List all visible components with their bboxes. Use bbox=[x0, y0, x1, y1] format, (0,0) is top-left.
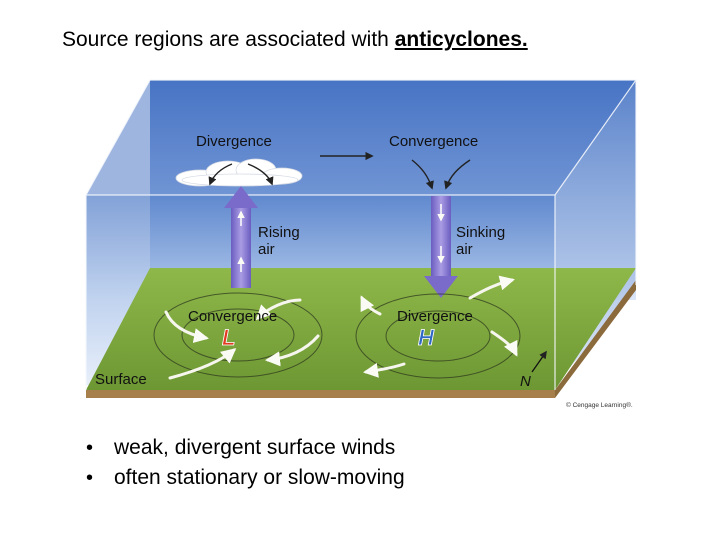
bullet-list: weak, divergent surface winds often stat… bbox=[86, 433, 405, 493]
label-sinking: Sinking bbox=[456, 224, 505, 241]
slide-title: Source regions are associated with antic… bbox=[62, 26, 528, 54]
box-top-face bbox=[86, 80, 636, 195]
image-credit: © Cengage Learning®. bbox=[566, 401, 633, 409]
ground-soil-front bbox=[86, 390, 555, 398]
high-pressure-symbol: H bbox=[418, 325, 435, 350]
divergence-arrow-left bbox=[208, 163, 233, 186]
low-pressure-circulation bbox=[153, 292, 323, 378]
high-outflow-arrows bbox=[360, 275, 518, 378]
label-surface-convergence: Convergence bbox=[188, 308, 277, 325]
bullet-item: weak, divergent surface winds bbox=[86, 433, 405, 463]
high-pressure-circulation bbox=[355, 293, 521, 379]
low-inflow-arrows bbox=[164, 298, 320, 380]
convergence-arrow-left bbox=[411, 159, 434, 190]
divergence-arrow-right bbox=[247, 163, 274, 186]
label-upper-divergence: Divergence bbox=[196, 133, 272, 150]
label-north: N bbox=[520, 373, 531, 390]
title-emphasis: anticyclones. bbox=[394, 28, 528, 51]
label-surface-divergence: Divergence bbox=[397, 308, 473, 325]
convergence-arrow-right bbox=[444, 159, 471, 190]
title-text: Source regions are associated with bbox=[62, 28, 395, 51]
label-sinking-air: air bbox=[456, 241, 473, 258]
low-pressure-symbol: L bbox=[222, 325, 235, 350]
bullet-item: often stationary or slow-moving bbox=[86, 463, 405, 493]
rising-air-arrow bbox=[224, 186, 258, 288]
ground-soil-side bbox=[555, 280, 636, 398]
label-rising: Rising bbox=[258, 224, 300, 241]
label-upper-convergence: Convergence bbox=[389, 133, 478, 150]
north-arrow bbox=[531, 350, 547, 373]
label-rising-air: air bbox=[258, 241, 275, 258]
ground-surface bbox=[86, 268, 636, 390]
label-surface: Surface bbox=[95, 371, 147, 388]
sinking-air-arrow bbox=[424, 196, 458, 298]
